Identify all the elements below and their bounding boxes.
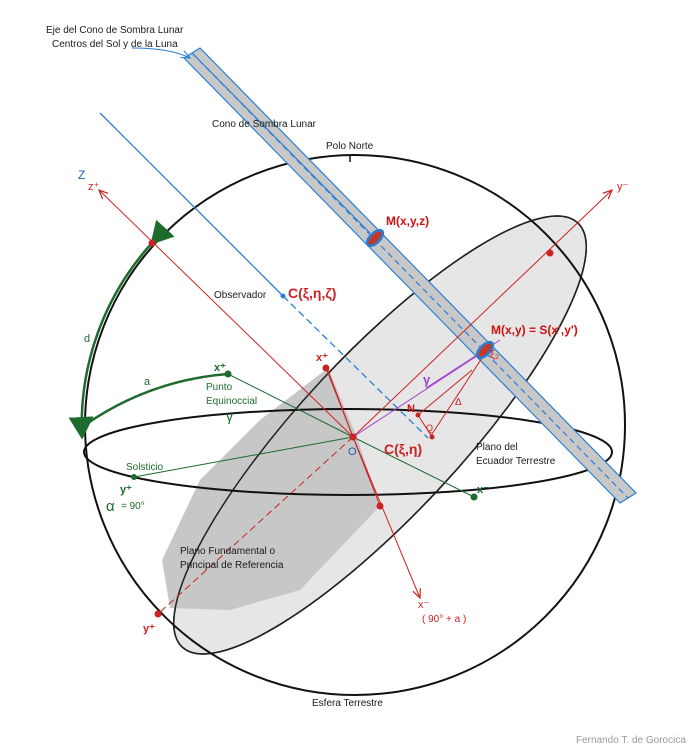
xi2-label: ξ₂	[490, 349, 499, 361]
solsticio-label: Solsticio	[126, 462, 164, 473]
y-plus-red-label: y⁺	[143, 623, 155, 635]
delta-label: Δ	[455, 397, 462, 408]
z-axis-label: Z	[78, 168, 85, 182]
equinoccial-label: Equinoccial	[206, 396, 257, 407]
equator-plane	[83, 408, 613, 496]
x-minus-red-label: x⁻	[418, 599, 430, 611]
gamma-symbol-label: γ	[226, 408, 233, 424]
q-label: Q	[426, 423, 433, 433]
x-minus-green-label: x⁻	[477, 484, 489, 496]
x-minus-angle-label: ( 90° + a )	[422, 614, 466, 625]
moon-xyz-label: M(x,y,z)	[386, 214, 429, 228]
z-plus-label: z⁺	[88, 181, 100, 193]
green-lines	[133, 373, 475, 498]
author-credit: Fernando T. de Gorocica	[576, 735, 686, 746]
shadow-axis-label-2: Centros del Sol y de la Luna	[52, 39, 178, 50]
y-plus-green-label: y⁺	[120, 484, 132, 496]
fundamental-plane-label-1: Plano Fundamental o	[180, 546, 276, 557]
equator-plane-label-2: Ecuador Terrestre	[476, 456, 556, 467]
axis-callout-arrow	[131, 47, 190, 58]
declination-arc	[68, 219, 175, 440]
projection-coords-label: C(ξ,η)	[384, 441, 422, 457]
earth-sphere-label: Esfera Terrestre	[312, 698, 383, 709]
observer-label: Observador	[214, 290, 267, 301]
a-label: a	[144, 376, 151, 388]
fundamental-plane-label-2: Principal de Referencia	[180, 560, 284, 571]
observer-line-dashed	[282, 295, 429, 439]
observer-coords-label: C(ξ,η,ζ)	[288, 285, 336, 301]
y-minus-label: y⁻	[617, 181, 629, 193]
alpha-symbol-label: α	[106, 498, 115, 515]
equator-plane-label-1: Plano del	[476, 442, 518, 453]
x-plus-green-label: x⁺	[214, 362, 226, 374]
punto-label: Punto	[206, 382, 233, 393]
shadow-axis-label-1: Eje del Cono de Sombra Lunar	[46, 25, 184, 36]
right-ascension-arc	[84, 372, 229, 427]
observer-line	[99, 112, 284, 297]
x-plus-red-label: x⁺	[316, 352, 328, 364]
shadow-cone-label: Cono de Sombra Lunar	[212, 119, 317, 130]
origin-label: O	[348, 446, 357, 458]
alpha-value-label: = 90°	[121, 501, 145, 512]
d-label: d	[84, 333, 90, 345]
points	[131, 239, 554, 618]
n-label: N	[407, 403, 415, 415]
fundamental-plane	[162, 215, 588, 655]
shadow-cone-band	[183, 47, 637, 504]
moon-point-3d	[365, 228, 385, 248]
gamma-line	[352, 349, 487, 438]
north-pole-label: Polo Norte	[326, 141, 374, 152]
moon-point-projection	[475, 340, 495, 360]
gamma-purple-label: γ	[423, 372, 431, 387]
moon-xy-label: M(x,y) = S(x',y')	[491, 323, 578, 337]
red-axes	[99, 190, 612, 615]
